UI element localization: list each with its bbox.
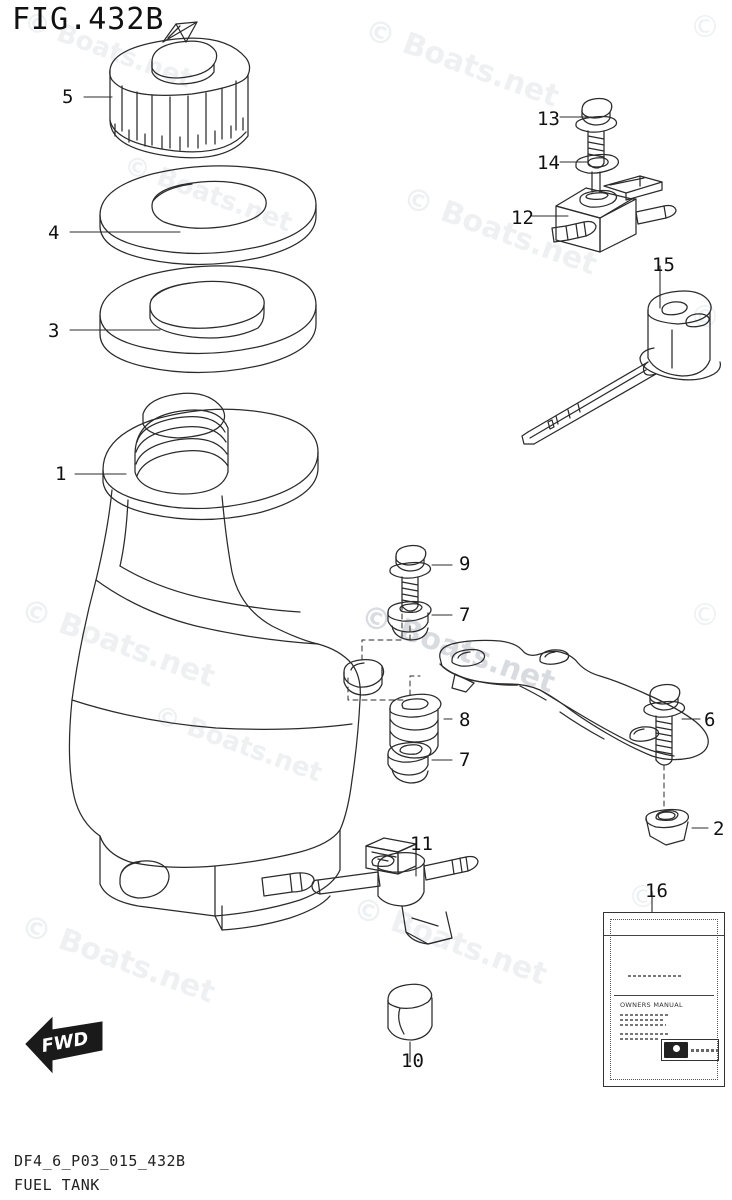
manual-emblem-icon (664, 1042, 688, 1058)
manual-logo-box (661, 1039, 719, 1061)
manual-rule-top (604, 935, 724, 936)
part-bolt-short (389, 544, 432, 612)
callout-12: 12 (511, 207, 534, 229)
callout-3: 3 (48, 320, 60, 342)
part-owners-manual: OWNERS MANUAL (603, 912, 725, 1087)
part-nut (645, 808, 689, 846)
callout-7b: 7 (459, 749, 471, 771)
page-title: FIG.432B (12, 2, 165, 37)
part-grommet-lower (387, 741, 432, 784)
part-fuel-connector-body (551, 171, 677, 253)
part-washer (575, 153, 619, 174)
callout-7: 7 (459, 604, 471, 626)
part-mounting-bracket (439, 639, 709, 821)
part-fuel-tank-body (68, 392, 385, 931)
callout-11: 11 (410, 833, 433, 855)
part-grommet-upper (387, 600, 432, 641)
part-fuel-cock-valve (311, 837, 479, 945)
part-cushion (389, 693, 442, 759)
callout-14: 14 (537, 152, 560, 174)
manual-dash-2 (620, 1014, 668, 1016)
callout-16: 16 (645, 880, 668, 902)
manual-inner-border (610, 919, 718, 1080)
manual-dash-4 (620, 1024, 666, 1026)
callout-8: 8 (459, 709, 471, 731)
manual-logo-text (691, 1048, 718, 1052)
manual-dash-5 (620, 1033, 670, 1035)
callout-9: 9 (459, 553, 471, 575)
part-gasket-upper (99, 165, 317, 266)
diagram-name: FUEL TANK (14, 1176, 100, 1194)
callout-15: 15 (652, 254, 675, 276)
callout-5: 5 (62, 86, 74, 108)
manual-title: OWNERS MANUAL (620, 1001, 683, 1009)
part-bolt-long (643, 683, 686, 766)
manual-rule-mid (614, 995, 714, 996)
part-cap-plug (387, 983, 433, 1041)
callout-13: 13 (537, 108, 560, 130)
part-plug-wrench-tool (521, 290, 721, 445)
callout-4: 4 (48, 222, 60, 244)
callout-10: 10 (401, 1050, 424, 1072)
manual-dash-3 (620, 1019, 664, 1021)
fwd-direction-marker: FWD (25, 1016, 103, 1074)
part-fuel-tank-cap (109, 21, 251, 159)
callout-1: 1 (55, 463, 67, 485)
part-seal-lower (99, 265, 317, 374)
manual-dash-1 (628, 975, 682, 977)
manual-dash-6 (620, 1038, 658, 1040)
diagram-code: DF4_6_P03_015_432B (14, 1152, 186, 1170)
callout-2: 2 (713, 818, 725, 840)
callout-6: 6 (704, 709, 716, 731)
